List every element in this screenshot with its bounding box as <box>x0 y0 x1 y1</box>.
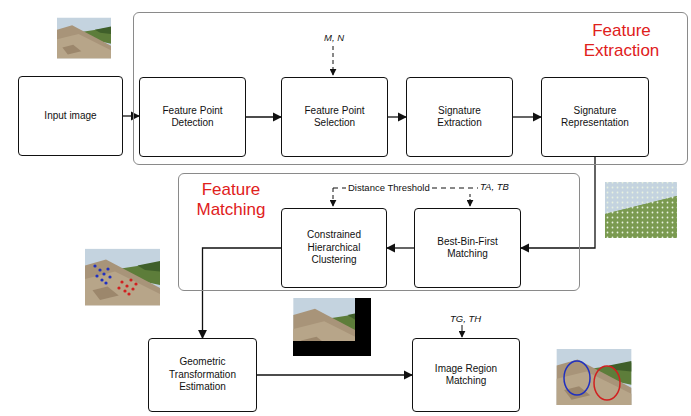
box-label: Feature Point Selection <box>292 105 377 130</box>
input-thumbnail <box>57 18 111 59</box>
box-label: Image Region Matching <box>423 363 509 388</box>
masked-thumbnail <box>293 298 371 356</box>
box-label: Geometric Transformation Estimation <box>159 356 246 394</box>
flow-arrow <box>246 116 281 117</box>
parameter-label: TA, TB <box>478 181 511 192</box>
process-box: Signature Extraction <box>406 77 513 157</box>
box-label: Input image <box>44 110 96 123</box>
parameter-label: Distance Threshold <box>346 182 432 193</box>
cluster-thumbnail <box>85 249 160 305</box>
flow-arrow <box>521 157 595 248</box>
parameter-label: TG, TH <box>448 313 483 324</box>
box-label: Best-Bin-First Matching <box>425 236 510 261</box>
feature-points-thumbnail <box>605 182 677 238</box>
flow-arrow <box>123 115 139 116</box>
process-box: Feature Point Detection <box>139 77 246 157</box>
process-box: Feature Point Selection <box>281 77 388 157</box>
process-box: Signature Representation <box>541 77 649 157</box>
flow-arrow <box>387 247 414 248</box>
box-label: Signature Extraction <box>417 105 502 130</box>
box-label: Feature Point Detection <box>150 105 235 130</box>
parameter-label: M, N <box>322 32 346 43</box>
box-label: Constrained Hierarchical Clustering <box>292 229 376 267</box>
process-box: Geometric Transformation Estimation <box>148 338 257 412</box>
process-box: Constrained Hierarchical Clustering <box>281 208 387 288</box>
process-box: Input image <box>18 76 123 156</box>
group-heading: Feature Extraction <box>564 21 679 60</box>
process-box: Image Region Matching <box>412 338 520 412</box>
flow-arrow <box>388 116 406 117</box>
flow-arrow <box>513 116 541 117</box>
group-box: Feature ExtractionFeature Point Detectio… <box>133 12 688 165</box>
output-thumbnail <box>557 349 632 405</box>
process-box: Best-Bin-First Matching <box>414 208 521 288</box>
box-label: Signature Representation <box>552 105 638 130</box>
flow-arrow <box>203 248 282 338</box>
group-heading: Feature Matching <box>187 180 275 219</box>
flow-arrow <box>257 374 412 375</box>
